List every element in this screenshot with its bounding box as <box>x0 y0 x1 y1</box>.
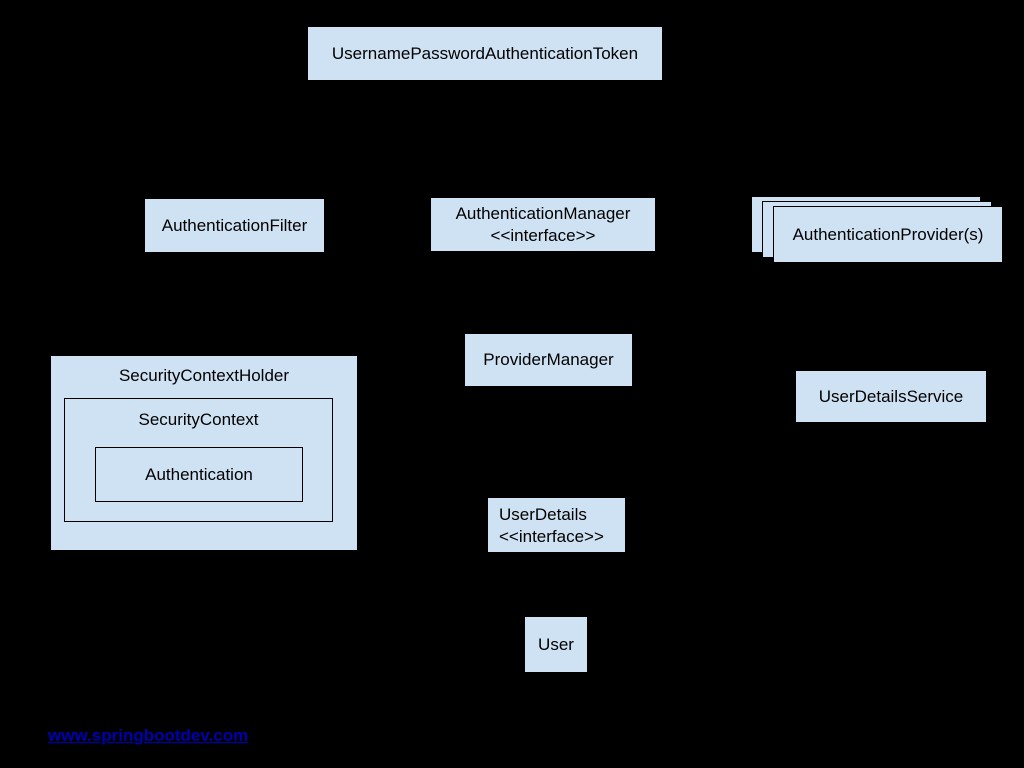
node-user-details: UserDetails <<interface>> <box>487 497 626 553</box>
node-label: Authentication <box>145 464 253 484</box>
node-authentication-manager: AuthenticationManager <<interface>> <box>430 197 656 252</box>
node-security-context: SecurityContext Authentication <box>64 398 333 522</box>
node-label: AuthenticationProvider(s) <box>792 224 984 244</box>
node-label: SecurityContextHolder <box>118 366 290 385</box>
footer-website-link[interactable]: www.springbootdev.com <box>48 726 249 745</box>
node-label: AuthenticationManager <box>455 203 631 223</box>
node-security-context-holder: SecurityContextHolder SecurityContext Au… <box>50 355 358 551</box>
node-label: AuthenticationFilter <box>161 215 308 235</box>
node-label: UserDetails <box>499 505 587 524</box>
node-stereotype: <<interface>> <box>499 527 604 546</box>
node-username-password-authentication-token: UsernamePasswordAuthenticationToken <box>307 26 663 81</box>
node-authentication: Authentication <box>95 447 303 502</box>
node-label: UserDetailsService <box>818 386 964 406</box>
node-label: ProviderManager <box>483 350 614 369</box>
node-label: User <box>538 634 574 654</box>
node-user: User <box>524 616 588 673</box>
node-label: SecurityContext <box>138 410 259 429</box>
node-provider-manager: ProviderManager <box>464 333 633 387</box>
node-stereotype: <<interface>> <box>490 225 596 245</box>
node-user-details-service: UserDetailsService <box>795 370 987 423</box>
node-authentication-providers: AuthenticationProvider(s) <box>773 206 1003 263</box>
node-label: UsernamePasswordAuthenticationToken <box>331 43 639 63</box>
node-authentication-filter: AuthenticationFilter <box>144 198 325 253</box>
